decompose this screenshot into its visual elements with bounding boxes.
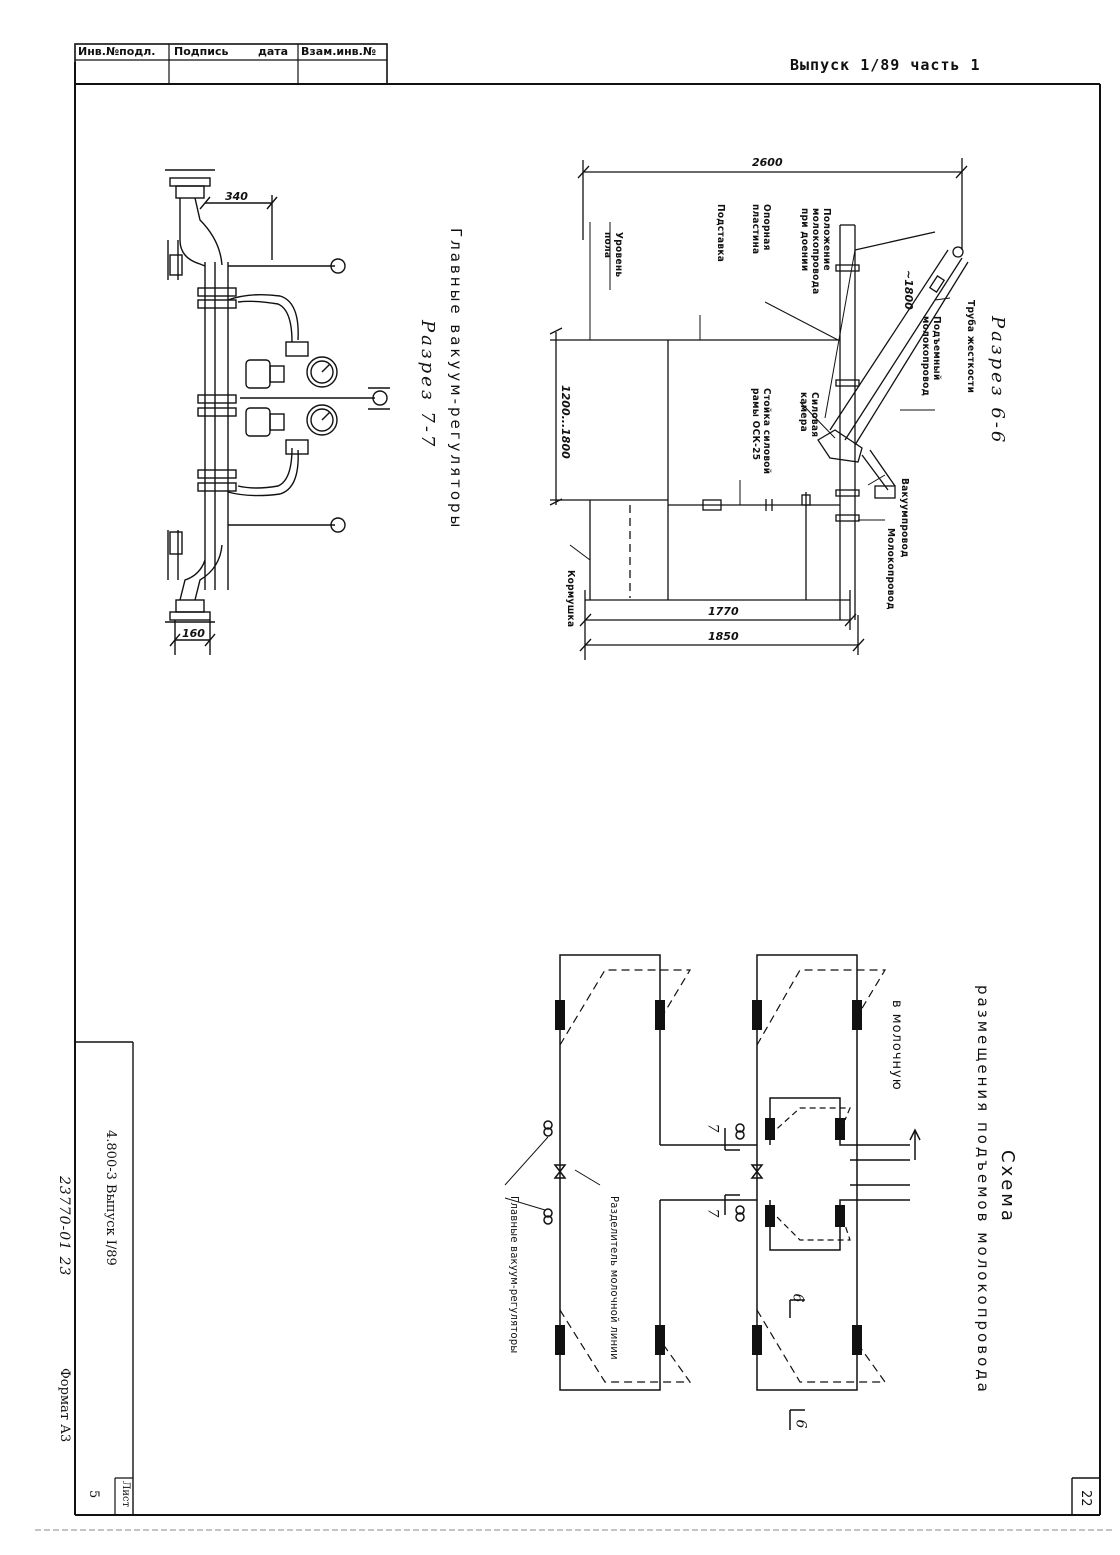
section-77-drawing [165,169,390,655]
scheme-divider: Разделитель молочной линии [608,1196,621,1360]
header-cell-sign: Подпись [174,45,229,58]
scheme-mark-6b: 6 [792,1419,809,1429]
dim-160: 160 [182,627,205,640]
scheme-regulators: Главные вакуум-регуляторы [508,1196,521,1354]
section-66-drawing [549,158,969,660]
scheme-mark-7a: 7 [704,1123,721,1133]
dim-1850: 1850 [708,630,739,643]
scheme-mark-6a: 6 [789,1293,806,1303]
header-cell-replace: Взам.инв.№ [301,45,377,58]
scheme-to-dairy: в молочную [889,1000,904,1091]
header-cell-date: дата [258,45,289,58]
scheme-title: Схема [997,1150,1018,1224]
issue-line: Выпуск 1/89 часть 1 [790,56,981,74]
header-cell-inv: Инв.№подл. [78,45,156,58]
dim-1770: 1770 [708,605,739,618]
scheme-mark-7b: 7 [704,1208,721,1218]
scheme-subtitle: размещения подъемов молокопровода [974,985,992,1395]
dim-340: 340 [225,190,248,203]
dim-2600: 2600 [752,156,783,169]
